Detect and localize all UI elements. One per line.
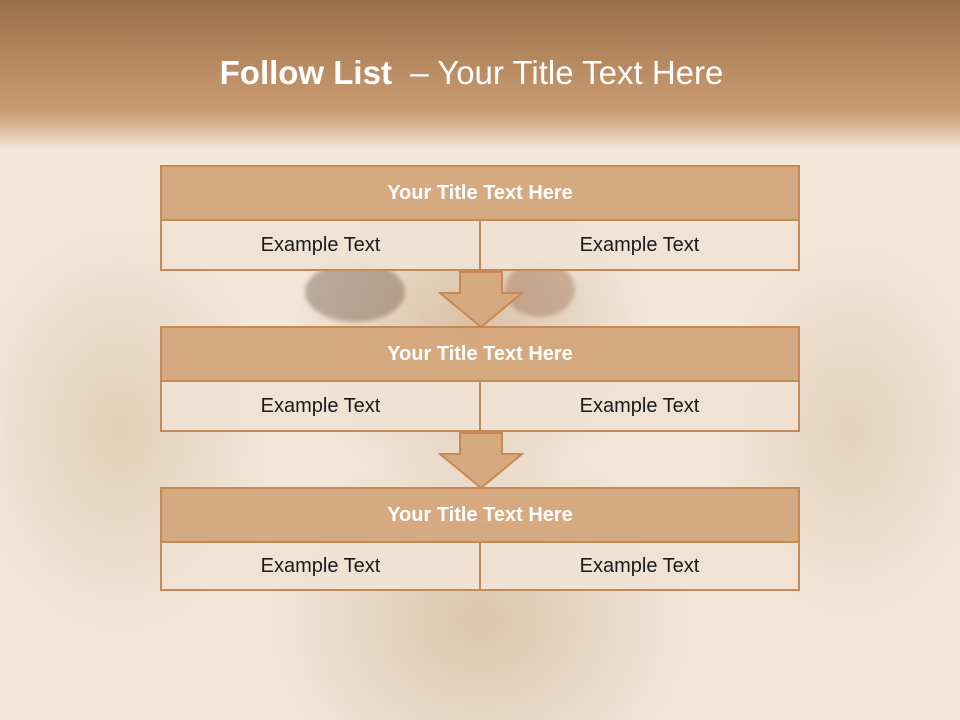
bear-nose-shape: [305, 262, 405, 322]
right-cell: Example Text: [481, 221, 800, 271]
down-arrow-icon: [438, 271, 524, 329]
block-cells: Example Text Example Text: [160, 382, 800, 432]
block-title: Your Title Text Here: [160, 487, 800, 543]
left-cell: Example Text: [160, 221, 481, 271]
slide-title: Follow List – Your Title Text Here: [0, 54, 943, 92]
left-cell: Example Text: [160, 382, 481, 432]
block-title: Your Title Text Here: [160, 326, 800, 382]
block-cells: Example Text Example Text: [160, 543, 800, 591]
left-cell: Example Text: [160, 543, 481, 591]
block-title: Your Title Text Here: [160, 165, 800, 221]
right-cell: Example Text: [481, 543, 800, 591]
title-banner: [0, 0, 960, 150]
list-block-3: Your Title Text Here Example Text Exampl…: [160, 487, 800, 591]
right-cell: Example Text: [481, 382, 800, 432]
title-bold-part: Follow List: [219, 54, 392, 91]
bear-snout-shape: [505, 262, 575, 317]
list-block-1: Your Title Text Here Example Text Exampl…: [160, 165, 800, 271]
list-block-2: Your Title Text Here Example Text Exampl…: [160, 326, 800, 432]
title-rest-part: – Your Title Text Here: [391, 54, 724, 91]
down-arrow-icon: [438, 432, 524, 490]
block-cells: Example Text Example Text: [160, 221, 800, 271]
